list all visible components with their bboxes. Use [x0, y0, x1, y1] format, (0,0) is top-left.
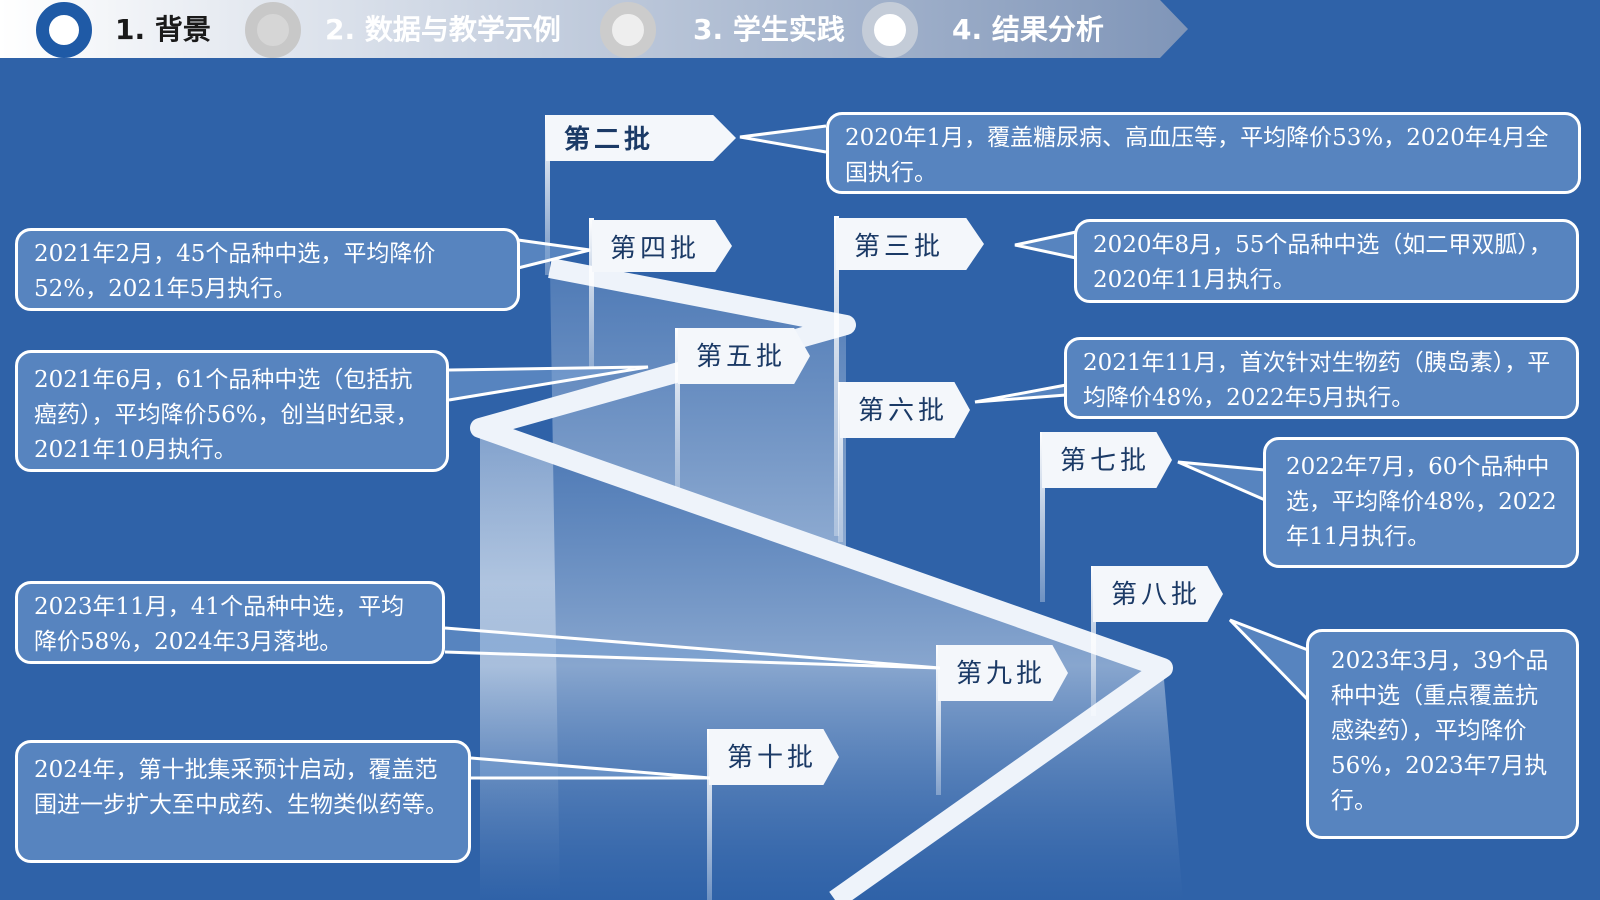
batch-6-description: 2021年11月，首次针对生物药（胰岛素），平均降价48%，2022年5月执行。	[1064, 337, 1579, 419]
nav-step-2[interactable]: 2. 数据与教学示例	[325, 13, 561, 46]
flag-pole	[1091, 566, 1096, 716]
batch-7-description: 2022年7月，60个品种中选，平均降价48%，2022年11月执行。	[1263, 437, 1579, 568]
flag-batch-3: 第三批	[836, 218, 984, 270]
flag-batch-6: 第六批	[840, 382, 970, 438]
flag-batch-10: 第十批	[709, 729, 839, 785]
nav-step-4[interactable]: 4. 结果分析	[952, 13, 1104, 46]
flag-pole	[1040, 432, 1045, 602]
flag-batch-8: 第八批	[1093, 566, 1223, 622]
batch-10-description: 2024年，第十批集采预计启动，覆盖范围进一步扩大至中成药、生物类似药等。	[15, 740, 471, 863]
batch-9-description: 2023年11月，41个品种中选，平均降价58%，2024年3月落地。	[15, 581, 445, 664]
batch-4-description: 2021年2月，45个品种中选，平均降价52%，2021年5月执行。	[15, 228, 520, 311]
flag-pole	[589, 218, 594, 368]
flag-pole	[675, 328, 680, 488]
step-1-marker[interactable]	[36, 2, 92, 58]
flag-batch-9: 第九批	[938, 645, 1068, 701]
flag-pole	[834, 216, 839, 536]
batch-5-description: 2021年6月，61个品种中选（包括抗癌药），平均降价56%，创当时纪录，202…	[15, 350, 449, 472]
flag-batch-4: 第四批	[592, 220, 732, 272]
batch-3-description: 2020年8月，55个品种中选（如二甲双胍），2020年11月执行。	[1074, 219, 1579, 303]
progress-nav: 1. 背景 2. 数据与教学示例 3. 学生实践 4. 结果分析	[0, 0, 1600, 58]
flag-batch-5: 第五批	[678, 328, 810, 384]
batch-8-description: 2023年3月，39个品种中选（重点覆盖抗感染药），平均降价56%，2023年7…	[1306, 629, 1579, 839]
flag-pole	[838, 382, 843, 542]
batch-2-description: 2020年1月，覆盖糖尿病、高血压等，平均降价53%，2020年4月全国执行。	[826, 112, 1581, 194]
nav-step-1[interactable]: 1. 背景	[115, 13, 211, 46]
flag-pole	[707, 729, 712, 900]
step-3-marker[interactable]	[600, 2, 656, 58]
flag-pole	[936, 645, 941, 795]
flag-batch-2: 第二批	[546, 115, 736, 161]
flag-pole	[545, 115, 550, 275]
flag-batch-7: 第七批	[1042, 432, 1172, 488]
nav-step-3[interactable]: 3. 学生实践	[693, 13, 845, 46]
